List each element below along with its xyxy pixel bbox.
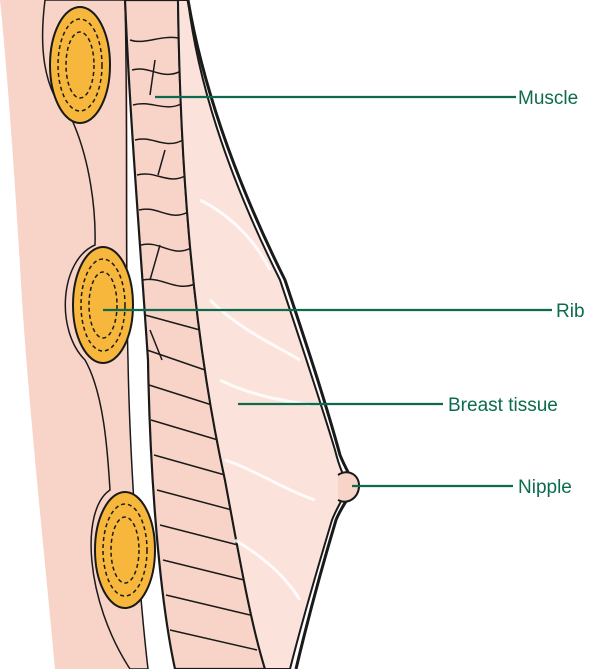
rib-bottom <box>95 492 155 608</box>
label-nipple: Nipple <box>518 477 572 498</box>
rib-top <box>50 7 110 123</box>
label-muscle: Muscle <box>518 88 578 109</box>
label-rib: Rib <box>556 301 585 322</box>
label-breast-tissue: Breast tissue <box>448 395 558 416</box>
rib-middle <box>73 247 133 363</box>
